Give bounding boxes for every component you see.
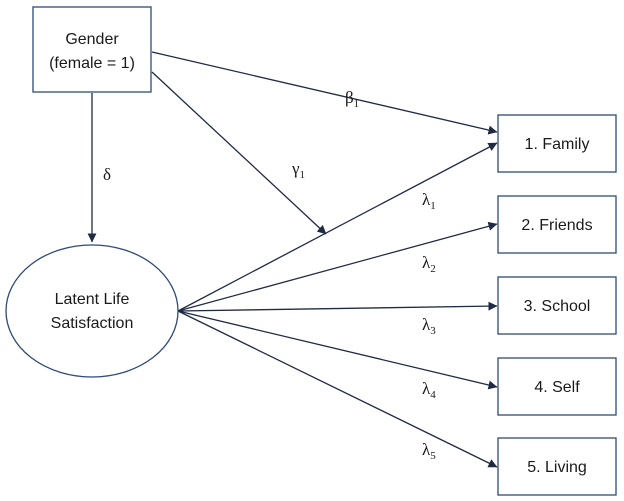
lambda-label-5: λ5 xyxy=(422,440,436,462)
lambda-label-4: λ4 xyxy=(422,379,436,401)
indicator-node-friends: 2. Friends xyxy=(497,195,617,254)
lambda-path-3 xyxy=(177,301,498,312)
delta-label: δ xyxy=(103,165,111,184)
indicator-node-family: 1. Family xyxy=(497,114,617,173)
indicator-node-school: 3. School xyxy=(497,276,617,335)
indicator-node-living: 5. Living xyxy=(497,437,617,496)
gamma-path xyxy=(151,71,327,235)
indicator-label: 4. Self xyxy=(534,379,580,396)
gender-label: Gender xyxy=(65,31,119,48)
lambda-path-1 xyxy=(177,142,498,312)
indicator-label: 1. Family xyxy=(525,136,590,153)
latent-label-line1: Latent Life xyxy=(55,291,130,308)
indicator-node-self: 4. Self xyxy=(497,357,617,416)
gender-coding-label: (female = 1) xyxy=(49,55,135,72)
lambda-path-5 xyxy=(177,310,498,468)
gamma-label: γ1 xyxy=(291,159,305,181)
lambda-label-1: λ1 xyxy=(422,190,436,212)
gender-node: Gender (female = 1) xyxy=(32,6,152,93)
indicator-label: 5. Living xyxy=(527,459,587,476)
beta-label: β1 xyxy=(345,88,359,110)
latent-node: Latent Life Satisfaction xyxy=(5,244,179,378)
lambda-path-2 xyxy=(177,221,498,312)
latent-label-line2: Satisfaction xyxy=(51,315,134,332)
lambda-label-3: λ3 xyxy=(422,315,436,337)
lambda-path-4 xyxy=(177,310,498,390)
indicator-label: 3. School xyxy=(524,298,591,315)
lambda-label-2: λ2 xyxy=(422,253,436,275)
beta-path xyxy=(151,51,498,135)
indicator-label: 2. Friends xyxy=(521,217,592,234)
